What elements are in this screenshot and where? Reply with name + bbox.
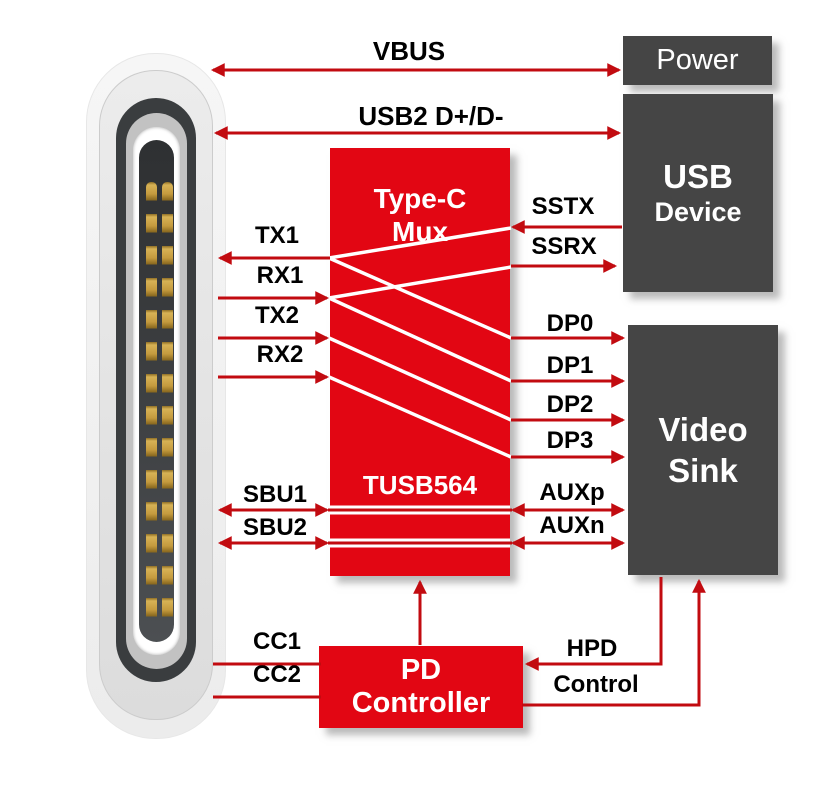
crossbar-tx2-dp2	[328, 336, 512, 422]
usb-device-label-line2: Device	[654, 197, 742, 227]
mux-part-number: TUSB564	[362, 470, 478, 500]
sbu-through-casing	[330, 505, 510, 548]
signal-label-hpd: HPD	[566, 635, 618, 662]
mux-title-line1: Type-C	[373, 183, 467, 214]
signal-label-rx2: RX2	[256, 341, 304, 368]
crossbar-rx1-ssrx	[328, 265, 512, 300]
signal-label-sstx: SSTX	[531, 193, 595, 220]
power-block-label: Power	[656, 44, 739, 76]
signal-wires	[210, 63, 706, 707]
signal-label-dp2: DP2	[546, 391, 594, 418]
wire-control	[522, 578, 706, 707]
pd-controller-block: PD Controller	[319, 646, 523, 728]
signal-label-cc1: CC1	[252, 628, 302, 655]
signal-label-tx1: TX1	[254, 222, 300, 249]
signal-label-dp3: DP3	[546, 427, 594, 454]
video-sink-label-line2: Sink	[668, 452, 738, 489]
crossbar-tx1-dp0	[328, 256, 512, 340]
signal-label-usb2: USB2 D+/D-	[358, 101, 504, 131]
pd-controller-label-line2: Controller	[351, 687, 491, 719]
power-block: Power	[623, 36, 772, 85]
type-c-mux-block: Type-C Mux TUSB564	[330, 148, 510, 576]
signal-label-vbus: VBUS	[372, 36, 446, 66]
video-sink-label-line1: Video	[658, 411, 748, 448]
usb-device-label-line1: USB	[663, 158, 733, 195]
signal-label-tx2: TX2	[254, 302, 300, 329]
signal-label-ssrx: SSRX	[531, 233, 597, 260]
crossbar-tx1-sstx	[328, 226, 512, 260]
signal-label-sbu1: SBU1	[242, 481, 308, 508]
pd-controller-label-line1: PD	[400, 654, 442, 686]
signal-label-rx1: RX1	[256, 262, 304, 289]
video-sink-block: Video Sink	[628, 325, 778, 575]
usb-device-block: USB Device	[623, 94, 773, 292]
signal-label-cc2: CC2	[252, 661, 302, 688]
signal-label-control: Control	[553, 671, 639, 698]
mux-crossbar-lines	[328, 226, 512, 459]
mux-title: Type-C Mux	[330, 182, 510, 248]
signal-label-auxn: AUXn	[539, 512, 605, 539]
crossbar-rx2-dp3	[328, 375, 512, 459]
signal-label-dp0: DP0	[546, 310, 594, 337]
crossbar-rx1-dp1	[328, 296, 512, 383]
signal-label-auxp: AUXp	[539, 479, 605, 506]
signal-label-sbu2: SBU2	[242, 514, 308, 541]
connector-pin-column-left	[146, 182, 157, 622]
wire-hpd	[524, 577, 663, 671]
connector-pin-column-right	[162, 182, 173, 622]
signal-label-dp1: DP1	[546, 352, 594, 379]
